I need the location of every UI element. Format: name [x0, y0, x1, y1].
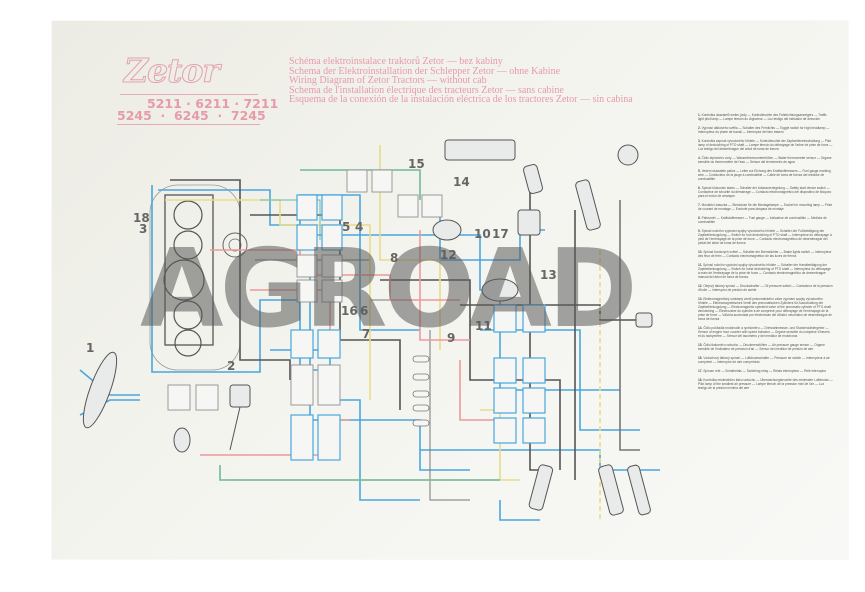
label-3: 3 — [139, 222, 147, 236]
legend-item: 8. Palivoměr — Kraftstoffmesser — Fuel g… — [698, 216, 827, 224]
legend-item: 5. Vedení ukazatele paliva — Leiter zur … — [698, 169, 831, 181]
legend-item: 10. Spínač brzdových světel — Schalter d… — [698, 250, 832, 258]
label-18: 18 — [133, 211, 150, 225]
legend-item: 11. Spínač ručního vypínání spojky vývod… — [698, 263, 831, 279]
legend-item: 18. Kontrolka minimálního tlaku vzduchu … — [698, 378, 833, 390]
legend-item: 1. Kontrolka ukazatelů směru jízdy — Kon… — [698, 113, 827, 121]
legend-item: 3. Kontrolka zapnutí vývodového hřídele … — [698, 139, 833, 151]
legend-item: 2. Vypínač dálkového světla — Schalter d… — [698, 126, 830, 134]
label-17: 17 — [492, 227, 509, 241]
legend-item: 15. Čidlo tlakoměru vzduchu — Druckmessf… — [698, 343, 825, 351]
label-2: 2 — [227, 359, 235, 373]
models-underline — [117, 124, 260, 125]
label-6: 6 — [360, 304, 368, 318]
title-line-cz: Schéma elektroinstalace traktorů Zetor —… — [289, 56, 503, 67]
legend-item: 13. Elektromagnetický ovládaný ventil pn… — [698, 297, 832, 321]
label-13: 13 — [540, 268, 557, 282]
legend-item: 17. Spínací relé — Schaltrelais — Switch… — [698, 369, 827, 373]
legend-item: 16. Vzduchový tlakový spínač — Luftdruck… — [698, 356, 830, 364]
label-14: 14 — [453, 175, 470, 189]
legend-item: 7. Montážní zásuvka — Steckdose für die … — [698, 203, 833, 211]
component-legend: 1. Kontrolka ukazatelů směru jízdy — Kon… — [698, 113, 833, 395]
agroad-watermark: AGROAD — [140, 227, 638, 352]
label-10: 10 — [474, 227, 491, 241]
title-line-de: Schema der Elektroinstallation der Schle… — [289, 65, 561, 77]
diagram-title: Schéma elektroinstalace traktorů Zetor —… — [289, 57, 633, 105]
label-4: 4 — [355, 220, 363, 234]
title-line-fr: Schema de l'installation électrique des … — [289, 84, 564, 96]
label-1: 1 — [86, 341, 94, 355]
title-line-es: Esquema de la conexión de la instalación… — [289, 94, 633, 106]
legend-item: 9. Spínač nožního vypínání spojky vývodo… — [698, 229, 832, 245]
legend-item: 4. Čidlo teploměru vody — Wasserthermome… — [698, 156, 832, 164]
label-7: 7 — [362, 327, 370, 341]
label-8: 8 — [390, 251, 398, 265]
legend-item: 14. Čidlo počítadla motohodin a rychlomě… — [698, 326, 830, 338]
label-9: 9 — [447, 331, 455, 345]
zetor-logo: Zetor — [124, 51, 221, 91]
title-line-en: Wiring Diagram of Zetor Tractors — witho… — [289, 75, 487, 87]
label-11: 11 — [475, 319, 492, 333]
model-list-row-1: 5211 · 6211 · 7211 — [147, 96, 279, 111]
label-15: 15 — [408, 157, 425, 171]
logo-underline — [120, 94, 258, 95]
label-12: 12 — [440, 248, 457, 262]
label-5: 5 — [342, 220, 350, 234]
model-list-row-2: 5245 · 6245 · 7245 — [117, 108, 266, 123]
legend-item: 6. Spínač blokování startu — Schalter de… — [698, 186, 832, 198]
label-16: 16 — [341, 304, 358, 318]
legend-item: 12. Olejový tlakový spínač — Druckschalt… — [698, 284, 833, 292]
